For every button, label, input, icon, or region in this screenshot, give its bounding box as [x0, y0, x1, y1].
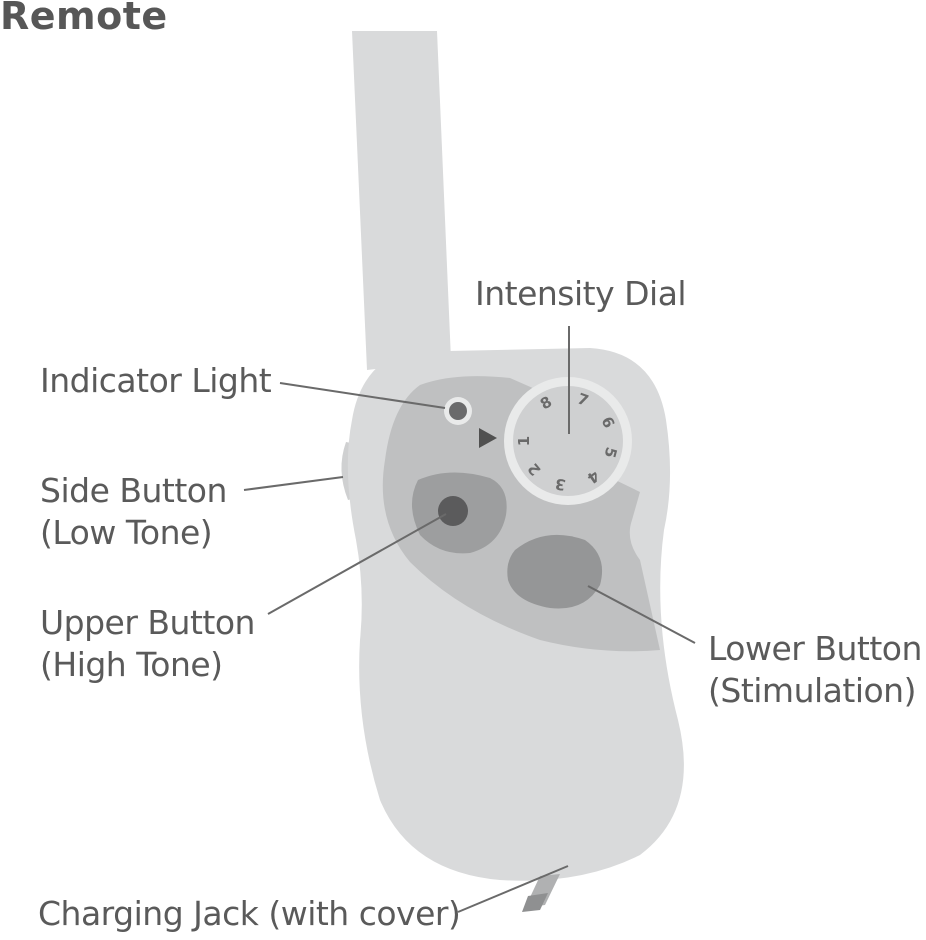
charging-jack-cover-edge — [522, 893, 548, 912]
dial-number-6: 6 — [598, 414, 619, 431]
upper-button-label-line2: (High Tone) — [40, 645, 223, 684]
leader-line-indicator — [279, 382, 446, 409]
dial-number-1: 1 — [515, 436, 533, 446]
indicator-light — [449, 402, 467, 420]
lower-button-label-line2: (Stimulation) — [708, 671, 916, 710]
charging-jack-label-text: Charging Jack (with cover) — [38, 894, 461, 933]
leader-line-upper — [267, 513, 447, 615]
dial-number-4: 4 — [584, 467, 603, 488]
intensity-dial-label: Intensity Dial — [475, 273, 687, 315]
dial-number-3: 3 — [554, 475, 567, 495]
side-button-label-line2: (Low Tone) — [40, 513, 213, 552]
dial-number-5: 5 — [600, 445, 620, 460]
dial-pointer-icon — [479, 428, 497, 448]
upper-button-center — [438, 496, 468, 526]
lower-button-label: Lower Button (Stimulation) — [708, 628, 922, 712]
indicator-light-label-text: Indicator Light — [40, 361, 272, 400]
leader-line-side — [243, 476, 344, 491]
intensity-dial-label-text: Intensity Dial — [475, 274, 687, 313]
upper-button-label: Upper Button (High Tone) — [40, 602, 255, 686]
upper-button-label-line1: Upper Button — [40, 603, 255, 642]
indicator-light-label: Indicator Light — [40, 360, 272, 402]
page-title: Remote — [0, 0, 168, 38]
lower-button-label-line1: Lower Button — [708, 629, 922, 668]
dial-number-8: 8 — [537, 392, 555, 413]
intensity-dial — [513, 386, 623, 496]
antenna — [352, 31, 451, 370]
side-button-label-line1: Side Button — [40, 471, 227, 510]
charging-jack-label: Charging Jack (with cover) — [38, 893, 461, 935]
dial-number-2: 2 — [524, 460, 544, 480]
leader-line-lower — [587, 585, 696, 644]
lower-button — [507, 534, 603, 609]
side-button-label: Side Button (Low Tone) — [40, 470, 227, 554]
dial-number-7: 7 — [575, 389, 591, 409]
leader-line-charging — [457, 865, 569, 913]
